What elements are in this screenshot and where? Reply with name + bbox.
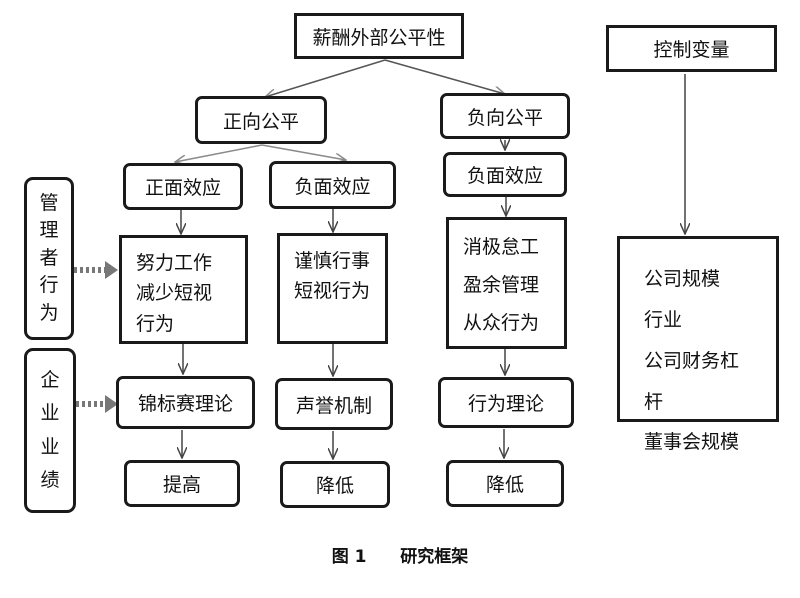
positive-fairness-node: 正向公平 [195, 96, 327, 144]
positive-negative-effect-node: 负面效应 [269, 161, 396, 209]
side-char: 行 [39, 274, 59, 297]
theory-behavior-node: 行为理论 [438, 377, 574, 428]
negative-effect-node: 负面效应 [443, 152, 567, 197]
arrow-root-negative [384, 59, 505, 94]
behavior-positive-node: 努力工作 减少短视 行为 [119, 235, 248, 344]
firm-performance-node: 企 业 业 绩 [24, 348, 76, 513]
behavior-negative-fairness-node: 消极怠工 盈余管理 从众行为 [446, 217, 567, 349]
behavior-line: 行为 [136, 312, 175, 335]
theory-tournament-node: 锦标赛理论 [116, 376, 255, 429]
arrow-positive-effect-pos [175, 144, 263, 162]
negative-fairness-node: 负向公平 [440, 93, 570, 139]
control-item: 董事会规模 [644, 431, 740, 454]
behavior-negative-node: 谨慎行事 短视行为 [277, 233, 388, 344]
side-char: 理 [39, 219, 59, 242]
dotted-arrow-management [74, 261, 118, 279]
root-node: 薪酬外部公平性 [294, 13, 464, 59]
figure-caption: 图 1 研究框架 [0, 542, 800, 567]
management-behavior-node: 管 理 者 行 为 [24, 177, 74, 340]
result-decrease-node-2: 降低 [446, 460, 564, 507]
side-char: 绩 [40, 468, 60, 491]
side-char: 业 [40, 402, 60, 425]
control-item: 公司财务杠杆 [644, 349, 740, 413]
control-item: 行业 [644, 308, 683, 331]
figure-number: 图 1 [331, 547, 367, 567]
figure-title: 研究框架 [400, 547, 469, 567]
arrow-root-positive [265, 59, 386, 97]
behavior-line: 从众行为 [463, 312, 540, 334]
control-item: 公司规模 [644, 268, 721, 290]
behavior-line: 消极怠工 [463, 236, 540, 258]
control-title-node: 控制变量 [606, 25, 777, 72]
result-increase-node: 提高 [124, 460, 240, 507]
dotted-arrow-performance [76, 395, 118, 413]
theory-reputation-node: 声誉机制 [275, 378, 393, 430]
behavior-line: 努力工作 [136, 252, 213, 274]
side-char: 者 [39, 246, 59, 269]
behavior-line: 盈余管理 [463, 274, 540, 296]
behavior-line: 减少短视 [136, 282, 213, 305]
side-char: 企 [40, 369, 60, 391]
behavior-line: 短视行为 [294, 280, 371, 303]
side-char: 管 [39, 191, 59, 214]
result-decrease-node-1: 降低 [280, 461, 390, 508]
side-char: 业 [40, 435, 60, 458]
control-items-node: 公司规模 行业 公司财务杠杆 董事会规模 [617, 236, 779, 453]
arrow-positive-effect-neg [261, 144, 346, 160]
side-char: 为 [39, 301, 59, 324]
behavior-line: 谨慎行事 [294, 250, 371, 272]
positive-effect-node: 正面效应 [123, 163, 243, 210]
